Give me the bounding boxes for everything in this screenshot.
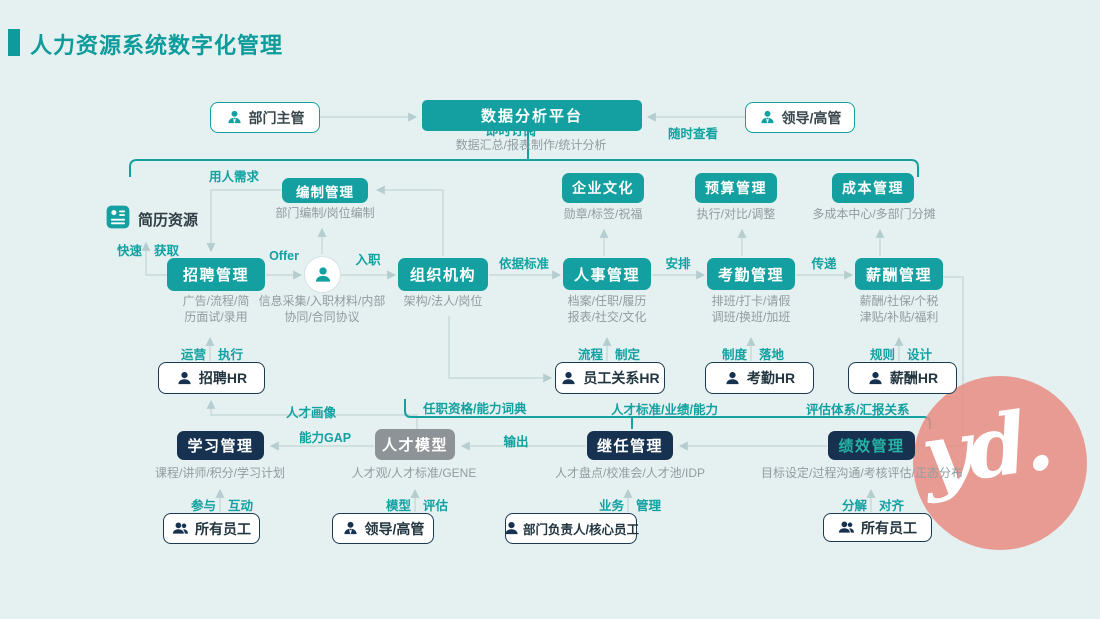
edge-label-pass: 传递 [811, 257, 837, 271]
node-cost-sub: 多成本中心/多部门分摊 [812, 207, 936, 221]
person-icon [867, 370, 884, 387]
node-staffing-mgmt: 编制管理 [282, 178, 368, 203]
edge-label-portrait: 人才画像 [286, 406, 337, 420]
actor-label: 薪酬HR [889, 370, 939, 386]
tag-recruit-hr-right: 执行 [218, 348, 244, 362]
person-tie-icon [759, 109, 776, 126]
actor-label: 所有员工 [861, 519, 917, 536]
actor-label: 所有员工 [195, 520, 251, 537]
title-accent-bar [8, 29, 20, 56]
node-budget-sub: 执行/对比/调整 [696, 207, 776, 221]
node-attendance-sub: 排班/打卡/请假 调班/换班/加班 [711, 294, 791, 324]
actor-label: 考勤HR [746, 370, 796, 386]
tag-all-staff-left-a: 参与 [190, 499, 216, 513]
node-salary-sub: 薪酬/社保/个税 津贴/补贴/福利 [859, 294, 939, 324]
node-recruit-sub: 广告/流程/简 历面试/录用 [182, 294, 250, 324]
tag-salary-hr-right: 设计 [907, 348, 933, 362]
tag-leaders-b: 评估 [423, 499, 449, 513]
edge-label-arrange: 安排 [665, 257, 691, 271]
actor-label: 员工关系HR [583, 370, 660, 386]
person-icon [724, 370, 741, 387]
node-data-platform: 数据分析平台 [422, 100, 642, 131]
edge-label-evaluation: 评估体系/汇报关系 [806, 403, 910, 417]
people-icon [838, 519, 855, 536]
node-cost: 成本管理 [832, 173, 914, 203]
actor-all-staff-left: 所有员工 [163, 513, 260, 544]
edge-label-gap: 能力GAP [299, 431, 352, 445]
node-attendance: 考勤管理 [707, 258, 795, 290]
page-title: 人力资源系统数字化管理 [30, 33, 284, 58]
platform-subtitle: 数据汇总/报表制作/统计分析 [455, 138, 607, 152]
node-org: 组织机构 [398, 258, 488, 291]
node-succession-sub: 人才盘点/校准会/人才池/IDP [554, 466, 705, 480]
resume-icon [105, 204, 131, 230]
node-culture: 企业文化 [562, 173, 644, 203]
actor-label: 招聘HR [198, 370, 248, 386]
tag-all-staff-right-a: 分解 [841, 499, 867, 513]
node-recruit-mgmt: 招聘管理 [167, 258, 265, 291]
tag-leaders-a: 模型 [385, 499, 411, 513]
tag-salary-hr-left: 规则 [869, 348, 895, 362]
node-personnel-sub: 档案/任职/履历 报表/社交/文化 [567, 294, 647, 324]
node-performance-sub: 目标设定/过程沟通/考核评估/正态分布 [760, 466, 963, 480]
actor-recruit-hr: 招聘HR [158, 362, 265, 394]
actor-salary-hr: 薪酬HR [848, 362, 957, 394]
tag-all-staff-left-b: 互动 [228, 499, 254, 513]
node-salary: 薪酬管理 [855, 258, 943, 290]
tag-relation-hr-left: 流程 [577, 348, 603, 362]
onboarding-person-node [305, 257, 340, 292]
people-icon [172, 520, 189, 537]
edge-label-get: 获取 [154, 244, 180, 258]
actor-attendance-hr: 考勤HR [705, 362, 814, 394]
node-talent-model: 人才模型 [375, 429, 455, 460]
edge-label-offer: Offer [269, 249, 299, 263]
edge-label-fast: 快速 [116, 244, 142, 258]
actor-leader-top: 领导/高管 [745, 102, 855, 133]
node-budget: 预算管理 [695, 173, 777, 203]
actor-relation-hr: 员工关系HR [555, 362, 665, 394]
edge-label-qualification: 任职资格/能力词典 [423, 402, 527, 416]
edge-label-view: 随时查看 [668, 127, 719, 141]
person-tie-icon [226, 109, 243, 126]
actor-label: 领导/高管 [781, 109, 842, 126]
watermark-circle [913, 376, 1087, 550]
person-icon [313, 265, 333, 285]
person-tie-icon [342, 520, 359, 537]
actor-label: 部门主管 [248, 109, 305, 126]
node-learning: 学习管理 [177, 431, 264, 460]
node-performance: 绩效管理 [828, 431, 915, 460]
node-personnel: 人事管理 [563, 258, 651, 290]
actor-all-staff-right: 所有员工 [823, 513, 932, 542]
resume-label: 简历资源 [138, 212, 199, 229]
actor-label: 部门负责人/核心员工 [523, 523, 639, 537]
actor-dept-head: 部门主管 [210, 102, 320, 133]
node-talent-model-sub: 人才观/人才标准/GENE [351, 466, 477, 480]
tag-dept-core-b: 管理 [636, 499, 662, 513]
edge-label-demand: 用人需求 [209, 170, 260, 184]
person-icon [503, 520, 520, 537]
edge-label-talent-standard: 人才标准/业绩/能力 [611, 403, 718, 417]
person-icon [560, 370, 577, 387]
tag-attendance-hr-right: 落地 [759, 348, 785, 362]
node-learning-sub: 课程/讲师/积分/学习计划 [154, 466, 285, 480]
edge-label-standard: 依据标准 [498, 257, 549, 271]
actor-dept-core: 部门负责人/核心员工 [503, 513, 639, 544]
tag-attendance-hr-left: 制度 [721, 348, 747, 362]
onboarding-note: 信息采集/入职材料/内部 协同/合同协议 [258, 294, 386, 324]
node-culture-sub: 勋章/标签/祝福 [563, 207, 643, 221]
edge-label-onboard: 入职 [355, 253, 381, 267]
tag-relation-hr-right: 制定 [615, 348, 641, 362]
person-icon [176, 370, 193, 387]
tag-recruit-hr-left: 运营 [180, 348, 206, 362]
node-staffing-sub: 部门编制/岗位编制 [275, 206, 375, 220]
tag-dept-core-a: 业务 [598, 499, 624, 513]
tag-all-staff-right-b: 对齐 [879, 499, 905, 513]
actor-leaders-bottom: 领导/高管 [332, 513, 434, 544]
edge-label-output: 输出 [503, 435, 529, 449]
node-org-sub: 架构/法人/岗位 [403, 294, 483, 308]
node-succession: 继任管理 [587, 431, 673, 460]
actor-label: 领导/高管 [364, 520, 425, 537]
watermark-text: yd. [915, 389, 1057, 506]
